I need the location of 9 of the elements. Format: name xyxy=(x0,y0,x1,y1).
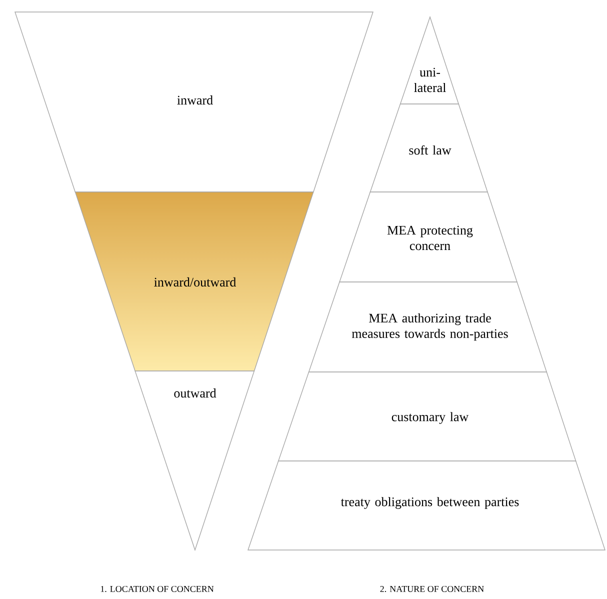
caption: 2. NATURE OF CONCERN xyxy=(380,586,484,592)
pyramid-level: MEA protecting concern xyxy=(339,192,518,282)
pyramid-level: MEA authorizing trade measures towards non-parties xyxy=(308,282,548,372)
pyramid-level: treaty obligations between parties xyxy=(248,460,606,550)
caption: 1. LOCATION OF CONCERN xyxy=(100,586,214,592)
funnel-band: inward xyxy=(14,12,374,192)
pyramid-level: soft law xyxy=(370,104,488,192)
node-label: treaty obligations between parties xyxy=(340,497,519,509)
funnel-band: inward/outward xyxy=(74,192,314,372)
